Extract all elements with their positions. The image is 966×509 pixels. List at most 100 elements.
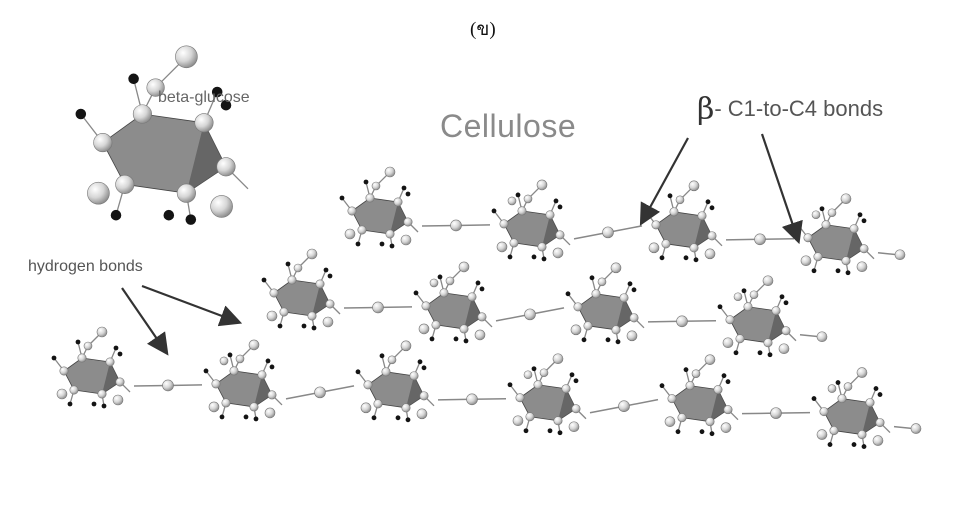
hydrogen-atom bbox=[429, 336, 435, 342]
carbon-oxygen-atom bbox=[816, 429, 828, 440]
carbon-oxygen-atom bbox=[689, 243, 699, 253]
hydrogen-atom bbox=[835, 380, 841, 385]
hydrogen-atom bbox=[507, 382, 513, 388]
carbon-oxygen-atom bbox=[856, 367, 868, 378]
carbon-oxygen-atom bbox=[314, 386, 326, 399]
carbon-oxygen-atom bbox=[235, 354, 245, 364]
hydrogen-atom bbox=[851, 442, 857, 447]
glucose-unit bbox=[413, 261, 493, 344]
hydrogen-atom bbox=[110, 209, 122, 221]
carbon-oxygen-atom bbox=[523, 370, 533, 380]
bond-line bbox=[893, 425, 915, 430]
carbon-oxygen-atom bbox=[307, 311, 317, 321]
hydrogen-atom bbox=[725, 379, 731, 385]
carbon-oxygen-atom bbox=[385, 229, 395, 239]
carbon-oxygen-atom bbox=[421, 301, 431, 311]
carbon-oxygen-atom bbox=[571, 404, 581, 414]
glucose-unit bbox=[811, 367, 891, 449]
carbon-oxygen-atom bbox=[568, 421, 580, 433]
carbon-oxygen-atom bbox=[257, 370, 267, 380]
hydrogen-atom bbox=[709, 205, 715, 211]
hydrogen-atom bbox=[845, 270, 851, 276]
hydrogen-atom bbox=[355, 241, 361, 247]
hydrogen-atom bbox=[699, 429, 705, 435]
hydrogen-atom bbox=[475, 280, 481, 286]
carbon-oxygen-atom bbox=[59, 366, 69, 376]
ring-shade bbox=[102, 362, 120, 394]
carbon-oxygen-atom bbox=[507, 196, 517, 206]
carbon-oxygen-atom bbox=[813, 252, 823, 262]
carbon-oxygen-atom bbox=[894, 249, 906, 261]
carbon-oxygen-atom bbox=[800, 255, 812, 267]
hydrogen-atom bbox=[877, 392, 883, 397]
carbon-oxygen-atom bbox=[545, 210, 555, 220]
ring-shade bbox=[846, 228, 864, 261]
carbon-oxygen-atom bbox=[175, 45, 198, 69]
hydrogen-atom bbox=[811, 396, 817, 401]
ring-shade bbox=[694, 215, 712, 248]
hydrogen-atom bbox=[261, 277, 267, 283]
carbon-oxygen-atom bbox=[429, 278, 439, 288]
carbon-oxygen-atom bbox=[459, 324, 469, 334]
carbon-oxygen-atom bbox=[648, 242, 660, 254]
ring-shade bbox=[406, 375, 424, 408]
carbon-oxygen-atom bbox=[610, 262, 622, 274]
carbon-oxygen-atom bbox=[146, 78, 165, 97]
carbon-oxygen-atom bbox=[96, 326, 108, 338]
carbon-oxygen-atom bbox=[539, 368, 549, 378]
cellulose-chain bbox=[261, 248, 828, 358]
carbon-oxygen-atom bbox=[419, 391, 429, 401]
carbon-oxygen-atom bbox=[859, 244, 869, 254]
cellulose-chain bbox=[51, 326, 922, 449]
carbon-oxygen-atom bbox=[754, 233, 766, 246]
hydrogen-atom bbox=[523, 428, 529, 434]
hydrogen-atom bbox=[819, 206, 825, 212]
carbon-oxygen-atom bbox=[474, 329, 486, 341]
hydrogen-atom bbox=[827, 442, 833, 447]
hydrogen-atom bbox=[569, 372, 575, 378]
carbon-oxygen-atom bbox=[840, 193, 852, 205]
carbon-oxygen-atom bbox=[573, 302, 583, 312]
hydrogen-atom bbox=[405, 191, 411, 197]
carbon-oxygen-atom bbox=[115, 377, 125, 387]
hydrogen-atom bbox=[413, 290, 419, 296]
diagram-title: Cellulose bbox=[440, 108, 577, 144]
carbon-oxygen-atom bbox=[208, 401, 220, 413]
hydrogen-atom bbox=[659, 255, 665, 261]
hydrogen-atom bbox=[277, 323, 283, 329]
carbon-oxygen-atom bbox=[771, 306, 781, 316]
hydrogen-atom bbox=[67, 401, 73, 407]
carbon-oxygen-atom bbox=[667, 394, 677, 404]
carbon-oxygen-atom bbox=[365, 193, 375, 203]
carbon-oxygen-atom bbox=[691, 369, 701, 378]
hydrogen-atom bbox=[51, 355, 57, 361]
carbon-oxygen-atom bbox=[722, 337, 734, 349]
carbon-oxygen-atom bbox=[872, 435, 884, 446]
hydrogen-atom bbox=[101, 403, 107, 409]
carbon-oxygen-atom bbox=[87, 181, 110, 205]
carbon-oxygen-atom bbox=[843, 382, 853, 391]
hydrogen-atom bbox=[113, 345, 119, 351]
hydrogen-atom bbox=[515, 192, 521, 198]
carbon-oxygen-atom bbox=[697, 211, 707, 221]
ring-shade bbox=[710, 389, 728, 422]
carbon-oxygen-atom bbox=[112, 394, 124, 406]
carbon-oxygen-atom bbox=[553, 416, 563, 426]
hydrogen-atom bbox=[203, 368, 209, 374]
carbon-oxygen-atom bbox=[401, 403, 411, 413]
carbon-oxygen-atom bbox=[279, 307, 289, 317]
hydrogen-atom bbox=[573, 378, 579, 384]
hydrogen-atom bbox=[835, 268, 841, 274]
carbon-oxygen-atom bbox=[347, 206, 357, 216]
carbon-oxygen-atom bbox=[77, 353, 87, 363]
ring-shade bbox=[312, 284, 330, 316]
carbon-oxygen-atom bbox=[162, 379, 174, 392]
carbon-oxygen-atom bbox=[509, 238, 519, 248]
hydrogen-atom bbox=[717, 304, 723, 310]
hydrogen-atom bbox=[857, 212, 863, 218]
hydrogen-atom bbox=[253, 416, 259, 422]
carbon-oxygen-atom bbox=[675, 195, 685, 205]
carbon-oxygen-atom bbox=[875, 418, 885, 428]
glucose-unit bbox=[507, 353, 587, 436]
carbon-oxygen-atom bbox=[56, 388, 68, 400]
